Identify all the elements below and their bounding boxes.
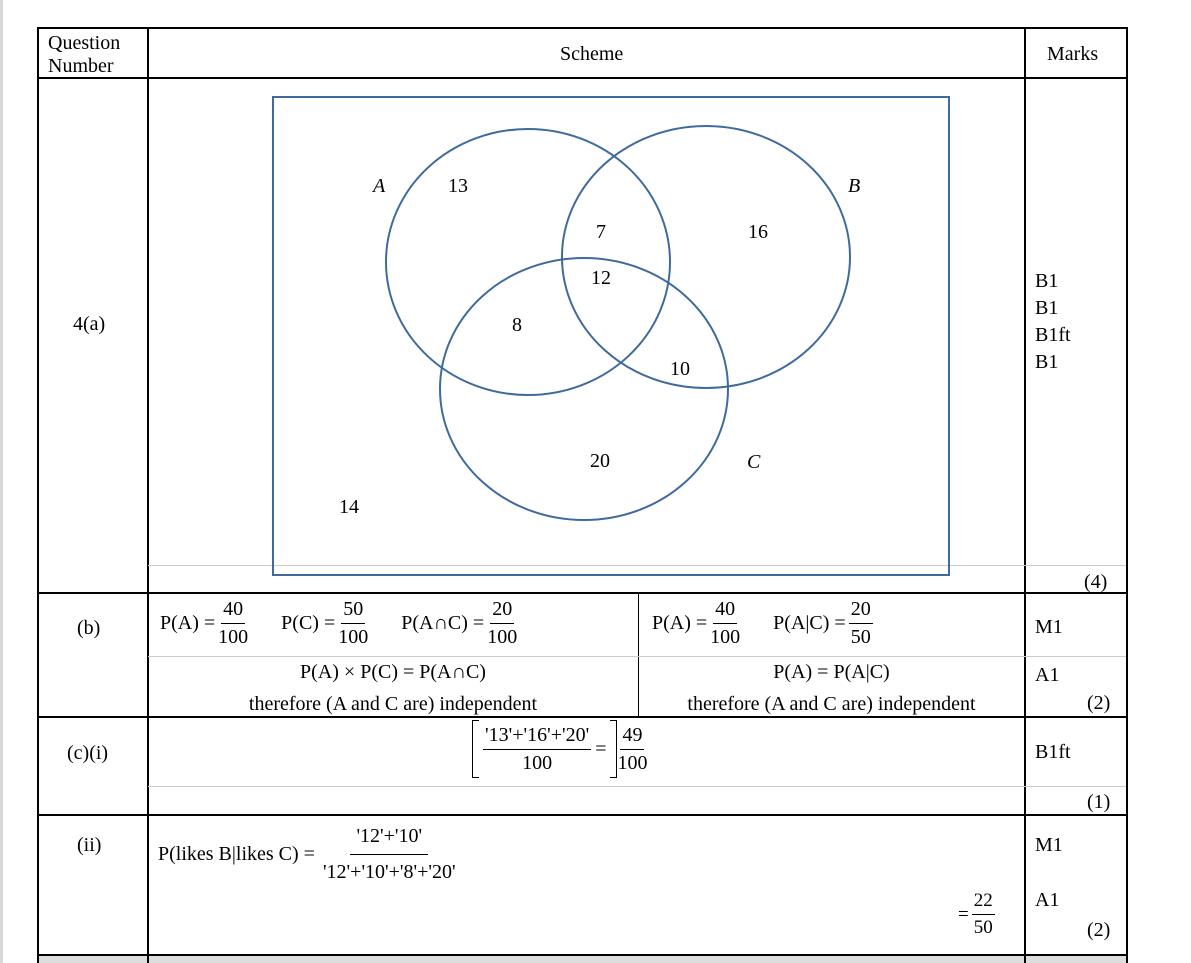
denominator: 100 [617, 751, 648, 774]
row-divider [38, 954, 1128, 956]
question-label: (c)(i) [67, 742, 109, 764]
table-border-top [38, 27, 1128, 29]
equals: = [958, 903, 969, 925]
table-border-left [37, 27, 39, 963]
denominator: '12'+'10'+'8'+'20' [322, 861, 456, 883]
venn-value: 13 [448, 175, 468, 197]
set-a-ellipse [385, 128, 671, 396]
pagc-label: P(A|C) = [773, 612, 846, 634]
venn-value: 10 [670, 358, 690, 380]
row-divider [38, 592, 1128, 594]
row-divider [38, 814, 1128, 816]
numerator: '13'+'16'+'20' [483, 724, 592, 750]
total-marks: (2) [1087, 692, 1111, 714]
question-label: (b) [77, 617, 101, 639]
mark: B1 [1035, 351, 1059, 373]
denominator: 100 [487, 626, 518, 648]
header-question-number: Question Number [48, 32, 121, 77]
equals: = [595, 737, 607, 760]
venn-value: 7 [596, 221, 606, 243]
header-marks: Marks [1047, 43, 1099, 65]
denominator: 50 [850, 626, 871, 648]
denominator: 100 [338, 626, 369, 648]
pac-label: P(A∩C) = [401, 612, 485, 634]
subrow-line [148, 565, 1126, 566]
conclusion-right: therefore (A and C are) independent [687, 693, 976, 715]
cii-expression: P(likes B|likes C) = '12'+'10' '12'+'10'+… [158, 825, 459, 884]
mark: B1ft [1035, 741, 1071, 763]
numerator: 49 [620, 724, 645, 750]
mark: M1 [1035, 834, 1063, 856]
mark: A1 [1035, 889, 1060, 911]
set-b-ellipse [561, 125, 851, 389]
mark: A1 [1035, 664, 1060, 686]
page-edge [0, 0, 3, 963]
question-label: (ii) [77, 834, 102, 856]
numerator: 22 [971, 890, 995, 915]
mark: M1 [1035, 616, 1063, 638]
venn-label-c: C [747, 451, 761, 473]
total-marks: (2) [1087, 919, 1111, 941]
denominator: 50 [973, 917, 993, 938]
venn-value: 20 [590, 450, 610, 472]
venn-value: 8 [512, 314, 522, 336]
universal-set-rect [272, 96, 950, 576]
numerator: 40 [713, 598, 738, 624]
subrow-line [148, 656, 1126, 657]
pc-label: P(C) = [281, 612, 336, 634]
col-divider [1024, 27, 1026, 963]
next-row [38, 956, 1128, 963]
marks-list: B1 B1 B1ft B1 [1035, 268, 1071, 376]
numerator: '12'+'10' [350, 825, 429, 855]
venn-diagram [272, 96, 950, 576]
row-divider [38, 716, 1128, 718]
header-scheme: Scheme [560, 43, 624, 65]
venn-label-b: B [848, 175, 861, 197]
venn-value: 14 [339, 496, 359, 518]
question-label: 4(a) [73, 313, 106, 335]
product-equation: P(A) × P(C) = P(A∩C) [300, 661, 486, 683]
pa-label: P(A) = [652, 612, 708, 634]
venn-value: 16 [748, 221, 768, 243]
subrow-line [148, 786, 1126, 787]
numerator: 50 [341, 598, 366, 624]
conditional-label: P(likes B|likes C) = [158, 843, 315, 865]
header-divider [38, 77, 1128, 79]
numerator: 40 [221, 598, 246, 624]
scheme-split [638, 593, 639, 717]
set-c-ellipse [439, 257, 729, 521]
mark: B1 [1035, 297, 1059, 319]
total-marks: (1) [1087, 791, 1111, 813]
denominator: 100 [218, 626, 249, 648]
table-border-right [1126, 27, 1128, 963]
total-marks: (4) [1084, 571, 1108, 593]
mark: B1ft [1035, 324, 1071, 346]
venn-label-a: A [373, 175, 386, 197]
conclusion-left: therefore (A and C are) independent [248, 693, 538, 715]
numerator: 20 [490, 598, 515, 624]
numerator: 20 [848, 598, 873, 624]
pa-label: P(A) = [160, 612, 216, 634]
denominator: 100 [710, 626, 741, 648]
mark: B1 [1035, 270, 1059, 292]
equality-equation: P(A) = P(A|C) [773, 661, 890, 683]
denominator: 100 [522, 751, 553, 774]
col-divider [147, 27, 149, 963]
venn-value: 12 [591, 267, 611, 289]
